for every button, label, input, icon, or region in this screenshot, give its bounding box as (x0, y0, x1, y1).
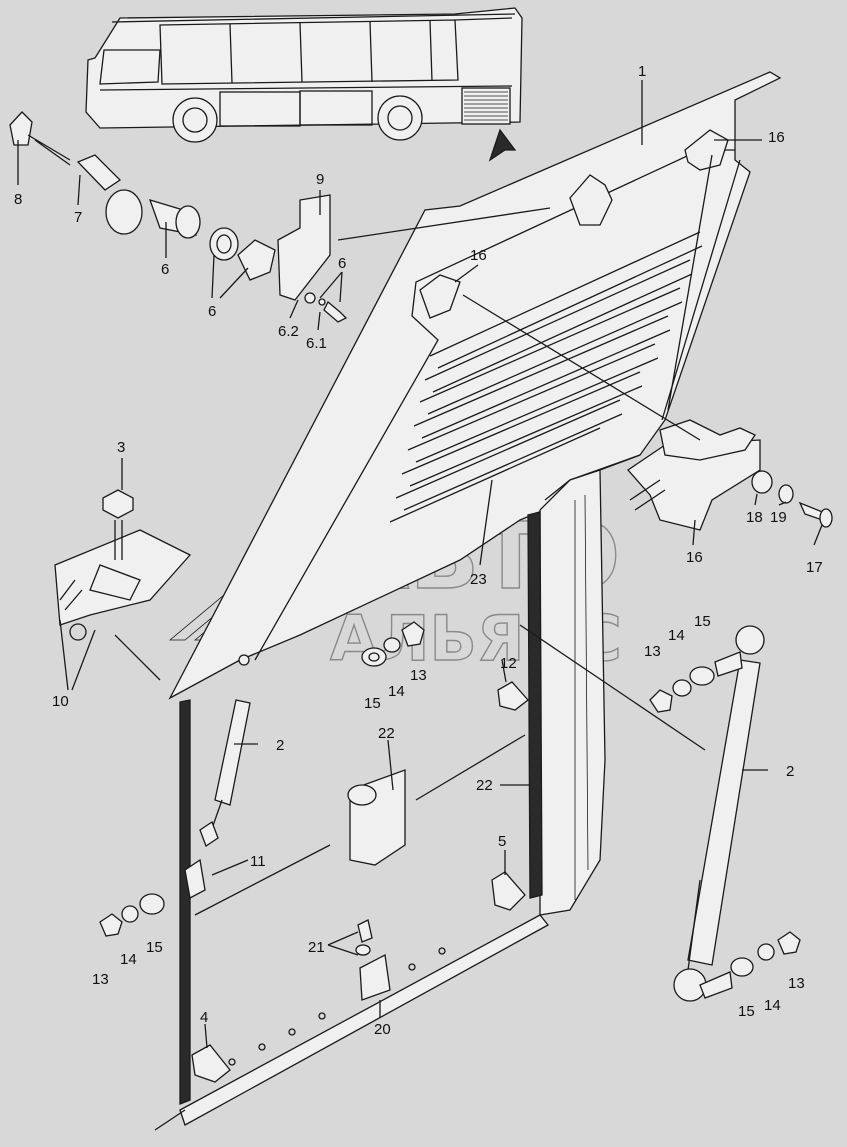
callout-15d: 15 (738, 1003, 755, 1020)
side-frame (527, 469, 606, 916)
callout-7: 7 (74, 209, 82, 226)
callout-6b: 6 (208, 303, 216, 320)
callout-13a: 13 (410, 667, 427, 684)
callout-22a: 22 (378, 725, 395, 742)
callout-12: 12 (500, 655, 517, 672)
striker-assembly (627, 419, 833, 531)
callout-18: 18 (746, 509, 763, 526)
callout-6c: 6 (338, 255, 346, 272)
leader-lines (17, 80, 823, 1049)
hardware-group-bottom (699, 931, 801, 999)
hardware-group-mid (361, 621, 425, 667)
callout-13c: 13 (92, 971, 109, 988)
callout-1: 1 (638, 63, 646, 80)
callout-6-2: 6.2 (278, 323, 299, 340)
callout-13d: 13 (788, 975, 805, 992)
callout-15a: 15 (364, 695, 381, 712)
lock-assembly (9, 111, 348, 323)
callout-15c: 15 (146, 939, 163, 956)
gas-strut-right (673, 625, 765, 1002)
callout-5: 5 (498, 833, 506, 850)
callout-16c: 16 (686, 549, 703, 566)
callout-4: 4 (200, 1009, 208, 1026)
hinge-bracket (54, 489, 192, 641)
callout-14c: 14 (120, 951, 137, 968)
callout-10: 10 (52, 693, 69, 710)
brackets (184, 681, 529, 1083)
callout-2a: 2 (276, 737, 284, 754)
callout-2b: 2 (786, 763, 794, 780)
callout-15b: 15 (694, 613, 711, 630)
callout-8: 8 (14, 191, 22, 208)
hardware-group-right (649, 651, 743, 713)
callout-22b: 22 (476, 777, 493, 794)
gas-strut-left (199, 654, 251, 847)
callout-6a: 6 (161, 261, 169, 278)
callout-20: 20 (374, 1021, 391, 1038)
callout-17: 17 (806, 559, 823, 576)
hardware-group-left (99, 893, 165, 937)
callout-14d: 14 (764, 997, 781, 1014)
callout-11: 11 (250, 853, 266, 870)
callout-labels: 1 16 16 16 9 8 7 6 6 6 6.2 6.1 3 10 18 1… (14, 63, 823, 1038)
left-seal-strip (179, 699, 191, 1105)
bottom-frame (154, 914, 549, 1131)
callout-6-1: 6.1 (306, 335, 327, 352)
callout-16b: 16 (470, 247, 487, 264)
latch-hooks (419, 129, 729, 319)
callout-16a: 16 (768, 129, 785, 146)
callout-14a: 14 (388, 683, 405, 700)
callout-3: 3 (117, 439, 125, 456)
bus-icon (85, 7, 523, 162)
callout-23: 23 (470, 571, 487, 588)
callout-21: 21 (308, 939, 325, 956)
callout-9: 9 (316, 171, 324, 188)
callout-13b: 13 (644, 643, 661, 660)
callout-14b: 14 (668, 627, 685, 644)
callout-19: 19 (770, 509, 787, 526)
